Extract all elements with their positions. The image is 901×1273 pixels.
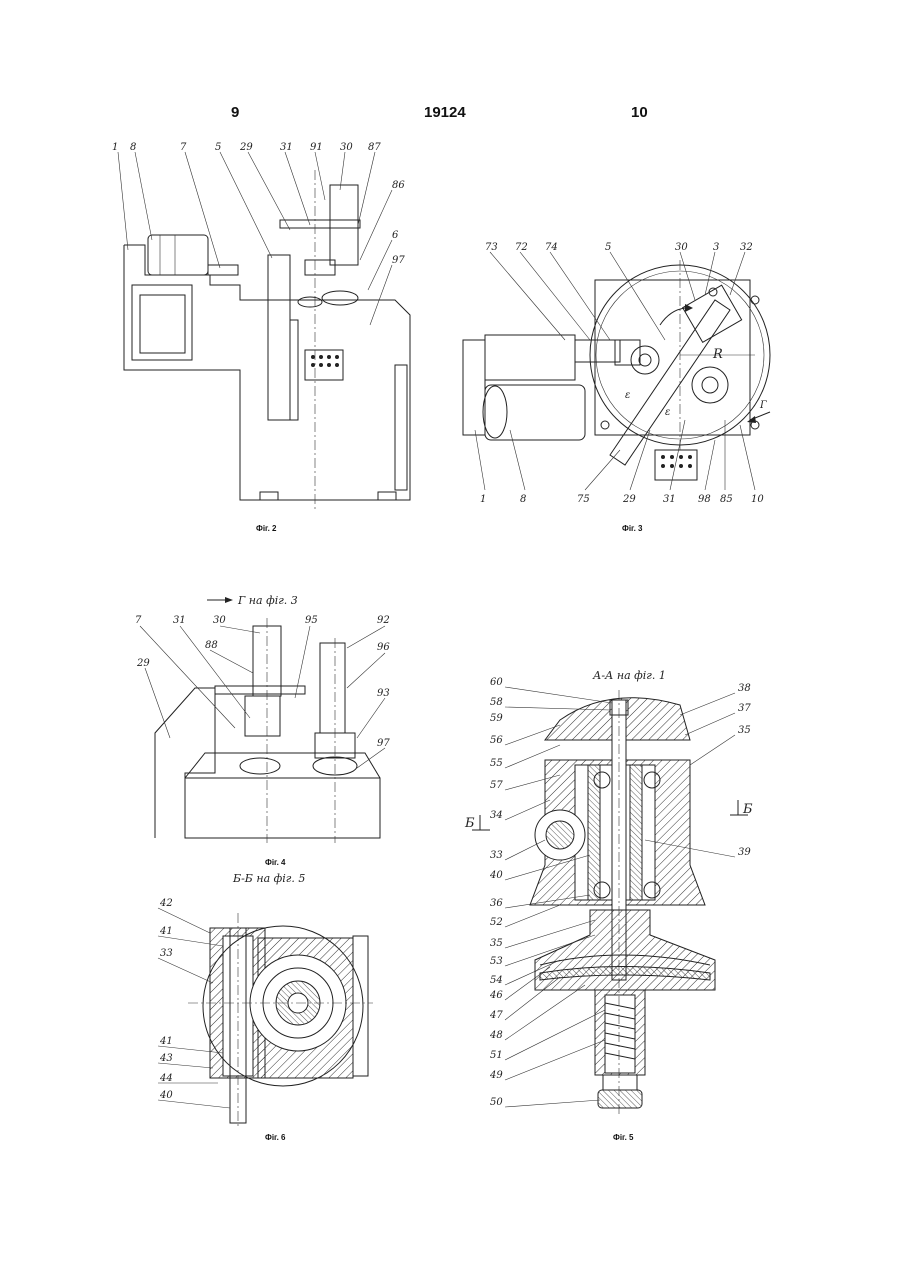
page-number-left: 9 [231,104,239,121]
fig6-label-33: 33 [160,948,173,959]
fig6-caption: Фіг. 6 [265,1133,285,1142]
fig2-label-7: 7 [180,142,187,153]
figure-2: 1 8 7 5 29 31 91 30 87 86 6 97 [100,140,430,520]
fig2-label-5: 5 [215,142,221,153]
fig4-label-96: 96 [377,642,390,653]
fig4-caption: Фіг. 4 [265,858,285,867]
fig5-label-35-right: 35 [738,725,751,736]
fig3-label-98: 98 [698,494,711,505]
fig4-label-88: 88 [205,640,218,651]
fig5-section-mark-right: Б [742,802,753,817]
fig2-label-6: 6 [392,230,399,241]
fig5-label-38: 38 [738,683,751,694]
fig5-label-40: 40 [489,870,503,881]
fig5-label-50: 50 [490,1097,503,1108]
figure-3-drawing: 73 72 74 5 30 3 32 R ε ε Г 1 8 75 29 31 … [455,240,775,510]
fig4-label-97: 97 [377,738,390,749]
figure-2-drawing: 1 8 7 5 29 31 91 30 87 86 6 97 [100,140,430,515]
fig4-view-note: Г на фіг. 3 [237,594,298,607]
fig3-label-8: 8 [520,494,526,505]
fig2-label-31: 31 [280,142,293,153]
fig2-label-30: 30 [340,142,353,153]
fig5-label-52: 52 [490,917,503,928]
fig5-label-36: 36 [490,898,503,909]
fig5-label-54: 54 [490,975,503,986]
fig5-label-55: 55 [490,758,503,769]
figure-4: Г на фіг. 3 7 31 30 95 92 96 88 29 93 97 [125,588,400,858]
fig3-label-29: 29 [622,494,636,505]
fig4-label-92: 92 [377,615,390,626]
fig4-label-29: 29 [136,658,150,669]
fig2-label-87: 87 [368,142,381,153]
fig3-label-epsilon-1: ε [625,390,630,401]
fig3-label-R: R [712,347,723,362]
fig5-label-53: 53 [490,956,503,967]
fig5-section-mark-left: Б [464,816,475,831]
fig3-label-30: 30 [675,242,688,253]
fig2-label-1: 1 [112,142,118,153]
fig5-label-34: 34 [490,810,503,821]
fig5-label-46: 46 [489,990,503,1001]
figure-5: А-А на фіг. 1 Б Б [460,665,780,1130]
fig6-label-43: 43 [159,1053,173,1064]
fig5-caption: Фіг. 5 [613,1133,633,1142]
fig3-label-1: 1 [480,494,486,505]
fig3-label-74: 74 [545,242,558,253]
fig5-label-48: 48 [489,1030,503,1041]
fig6-label-41-top: 41 [159,926,173,937]
fig2-label-29: 29 [239,142,253,153]
fig3-caption: Фіг. 3 [622,524,642,533]
fig6-label-42: 42 [159,898,173,909]
fig3-label-G: Г [759,400,767,411]
fig4-label-7: 7 [135,615,142,626]
figure-5-drawing: А-А на фіг. 1 Б Б [460,665,780,1125]
page-number-right: 10 [631,104,648,121]
fig4-label-93: 93 [377,688,390,699]
fig3-label-73: 73 [485,242,498,253]
fig3-label-3: 3 [713,242,719,253]
fig3-label-85: 85 [720,494,733,505]
fig5-label-35-left: 35 [490,938,503,949]
fig5-label-59: 59 [490,713,503,724]
fig3-label-75: 75 [577,494,590,505]
fig3-label-10: 10 [751,494,764,505]
figure-3: 73 72 74 5 30 3 32 R ε ε Г 1 8 75 29 31 … [455,240,775,515]
fig6-label-44: 44 [159,1073,173,1084]
fig5-label-49: 49 [489,1070,503,1081]
fig5-label-57: 57 [490,780,503,791]
fig2-caption: Фіг. 2 [256,524,276,533]
fig6-label-41-bottom: 41 [159,1036,173,1047]
fig2-label-8: 8 [130,142,136,153]
fig6-section-title: Б-Б на фіг. 5 [232,872,305,885]
fig5-label-39: 39 [738,847,751,858]
figure-6: Б-Б на фіг. 5 42 41 33 41 43 44 40 [148,868,383,1138]
fig5-label-51: 51 [490,1050,503,1061]
fig3-label-5: 5 [605,242,611,253]
fig5-label-47: 47 [489,1010,503,1021]
figure-4-drawing: Г на фіг. 3 7 31 30 95 92 96 88 29 93 97 [125,588,400,853]
fig3-label-31: 31 [663,494,676,505]
fig3-label-epsilon-2: ε [665,407,670,418]
fig3-label-72: 72 [515,242,528,253]
fig5-label-33: 33 [490,850,503,861]
fig2-label-91: 91 [310,142,323,153]
fig5-label-60: 60 [490,677,503,688]
fig2-label-86: 86 [392,180,405,191]
fig6-label-40: 40 [159,1090,173,1101]
fig5-label-56: 56 [490,735,503,746]
patent-number: 19124 [424,104,466,121]
fig4-label-95: 95 [305,615,318,626]
fig3-label-32: 32 [740,242,753,253]
fig5-section-title: А-А на фіг. 1 [592,669,666,682]
fig5-label-37: 37 [738,703,751,714]
figure-6-drawing: Б-Б на фіг. 5 42 41 33 41 43 44 40 [148,868,383,1133]
fig5-label-58: 58 [490,697,503,708]
fig4-label-30: 30 [213,615,226,626]
fig2-label-97: 97 [392,255,405,266]
fig4-label-31: 31 [173,615,186,626]
